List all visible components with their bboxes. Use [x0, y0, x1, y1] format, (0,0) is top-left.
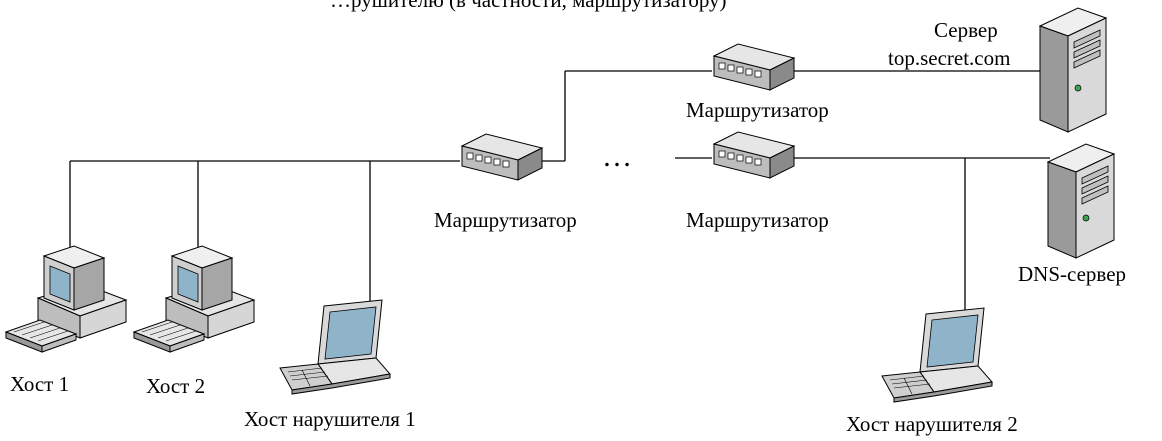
router-center [456, 130, 546, 188]
host-1-computer [4, 244, 130, 370]
server-tower-icon [1038, 7, 1108, 133]
desktop-computer-icon [4, 245, 128, 353]
server-label-line2: top.secret.com [888, 46, 1011, 70]
server-label-line1: Сервер [934, 18, 998, 42]
host-2-label: Хост 2 [146, 374, 206, 398]
router-icon [712, 43, 796, 91]
router-top-label: Маршрутизатор [686, 98, 829, 122]
network-ellipsis: … [602, 140, 635, 173]
router-right-label: Маршрутизатор [686, 208, 829, 232]
desktop-computer-icon [132, 245, 256, 353]
router-center-label: Маршрутизатор [434, 208, 577, 232]
dns-server-label: DNS-сервер [1018, 262, 1127, 286]
router-top [708, 40, 798, 98]
intruder-1-laptop [278, 298, 394, 398]
intruder-2-laptop [880, 306, 996, 406]
router-icon [460, 133, 544, 181]
server-top-secret [1036, 6, 1110, 136]
top-caption: …рушителю (в частности, маршрутизатору) [330, 0, 727, 12]
host-1-label: Хост 1 [10, 372, 70, 396]
intruder-1-label: Хост нарушителя 1 [244, 407, 416, 431]
router-right [708, 128, 798, 186]
server-tower-icon [1046, 143, 1116, 259]
host-2-computer [132, 244, 258, 370]
laptop-icon [279, 299, 391, 395]
intruder-2-label: Хост нарушителя 2 [846, 412, 1018, 436]
router-icon [712, 131, 796, 179]
laptop-icon [881, 307, 993, 403]
dns-server [1044, 142, 1118, 262]
